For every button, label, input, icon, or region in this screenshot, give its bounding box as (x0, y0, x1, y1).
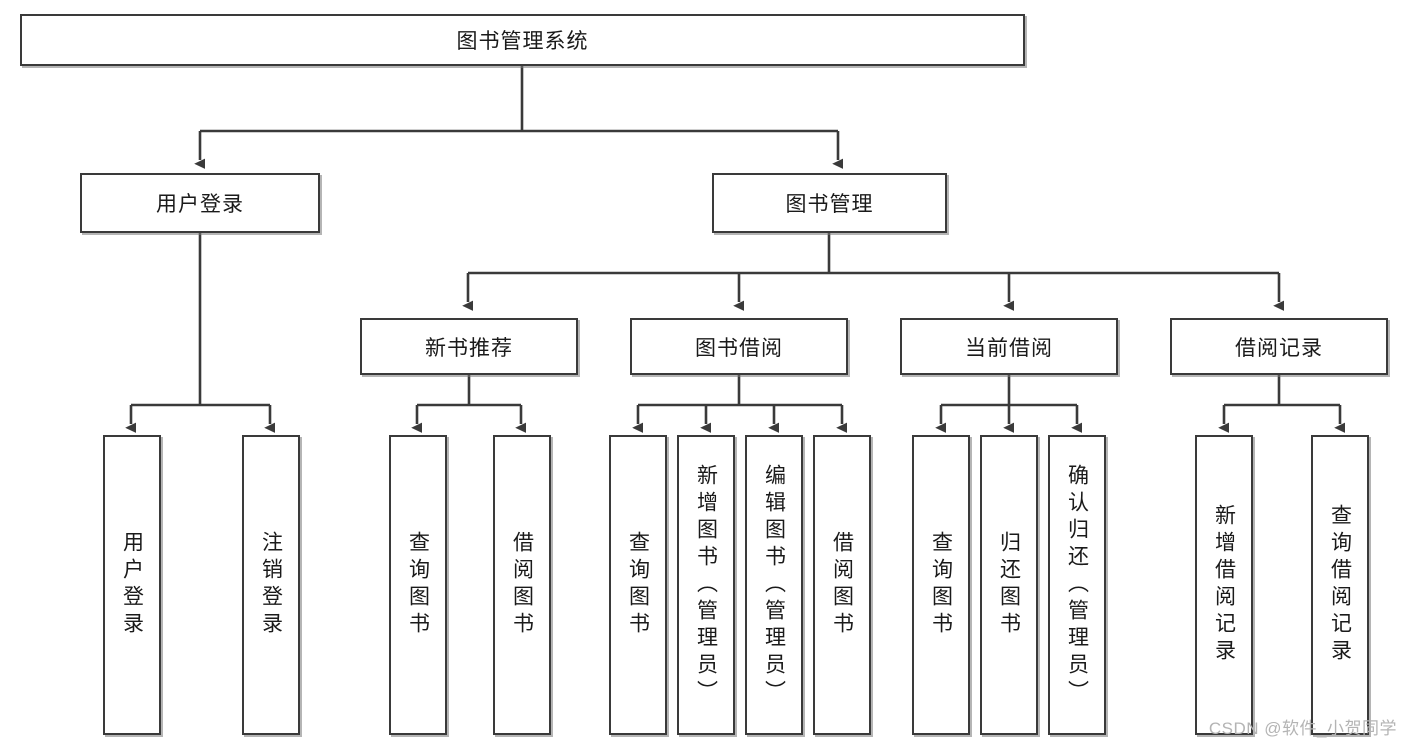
leaf-borrow-book-2-label: 借阅图书 (830, 531, 854, 639)
leaf-query-book-1[interactable]: 查询图书 (389, 435, 447, 735)
leaf-logout-login[interactable]: 注销登录 (242, 435, 300, 735)
node-root-label: 图书管理系统 (456, 30, 589, 53)
leaf-logout-login-label: 注销登录 (259, 531, 283, 639)
node-borrow-record-label: 借阅记录 (1235, 336, 1323, 360)
leaf-add-record-label: 新增借阅记录 (1212, 504, 1236, 666)
node-new-book-recommend[interactable]: 新书推荐 (360, 318, 578, 375)
leaf-add-record[interactable]: 新增借阅记录 (1195, 435, 1253, 735)
node-current-borrow[interactable]: 当前借阅 (900, 318, 1118, 375)
leaf-user-login-label: 用户登录 (120, 531, 144, 639)
node-new-book-recommend-label: 新书推荐 (425, 336, 513, 360)
node-user-login-label: 用户登录 (156, 193, 244, 216)
node-book-borrow-label: 图书借阅 (695, 336, 783, 360)
leaf-query-record[interactable]: 查询借阅记录 (1311, 435, 1369, 735)
leaf-query-book-2-label: 查询图书 (626, 531, 650, 639)
leaf-query-book-2[interactable]: 查询图书 (609, 435, 667, 735)
leaf-borrow-book-1-label: 借阅图书 (510, 531, 534, 639)
node-book-borrow[interactable]: 图书借阅 (630, 318, 848, 375)
node-borrow-record[interactable]: 借阅记录 (1170, 318, 1388, 375)
leaf-query-book-3-label: 查询图书 (929, 531, 953, 639)
leaf-query-book-1-label: 查询图书 (406, 531, 430, 639)
leaf-add-book-label: 新增图书（管理员） (694, 463, 718, 707)
leaf-query-record-label: 查询借阅记录 (1328, 504, 1352, 666)
leaf-edit-book-label: 编辑图书（管理员） (762, 463, 786, 707)
node-book-manage[interactable]: 图书管理 (712, 173, 947, 233)
leaf-borrow-book-1[interactable]: 借阅图书 (493, 435, 551, 735)
leaf-query-book-3[interactable]: 查询图书 (912, 435, 970, 735)
leaf-user-login[interactable]: 用户登录 (103, 435, 161, 735)
node-root[interactable]: 图书管理系统 (20, 14, 1025, 66)
leaf-edit-book[interactable]: 编辑图书（管理员） (745, 435, 803, 735)
leaf-borrow-book-2[interactable]: 借阅图书 (813, 435, 871, 735)
node-user-login[interactable]: 用户登录 (80, 173, 320, 233)
leaf-confirm-return-label: 确认归还（管理员） (1065, 463, 1089, 707)
leaf-return-book[interactable]: 归还图书 (980, 435, 1038, 735)
leaf-return-book-label: 归还图书 (997, 531, 1021, 639)
leaf-confirm-return[interactable]: 确认归还（管理员） (1048, 435, 1106, 735)
node-current-borrow-label: 当前借阅 (965, 336, 1053, 360)
leaf-add-book[interactable]: 新增图书（管理员） (677, 435, 735, 735)
node-book-manage-label: 图书管理 (785, 193, 874, 216)
